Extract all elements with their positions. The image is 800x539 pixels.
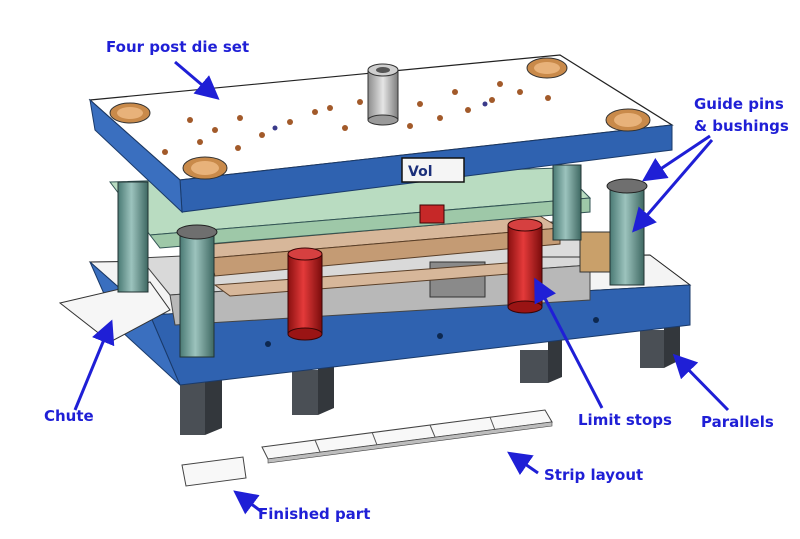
arrow-guide-pins-2: [632, 139, 714, 233]
leader-arrows: [73, 60, 730, 515]
arrow-parallels: [672, 353, 730, 412]
strip-layout: [261, 409, 553, 464]
die-block-area: [138, 221, 631, 326]
nameplate-text: Vol: [408, 164, 433, 180]
label-strip-layout: Strip layout: [544, 466, 644, 484]
label-parallels: Parallels: [701, 413, 774, 431]
arrow-limit-stops: [534, 277, 604, 409]
arrow-finished-part: [233, 490, 263, 515]
label-finished-part: Finished part: [258, 505, 371, 523]
arrow-guide-pins-1: [642, 134, 711, 182]
label-guide-pins-line2: & bushings: [694, 117, 789, 135]
guide-posts: [117, 164, 648, 358]
limit-stops: [287, 204, 543, 341]
arrow-chute: [73, 319, 115, 411]
finished-part: [181, 456, 247, 487]
arrow-strip-layout: [507, 451, 539, 476]
arrow-four-post-die-set: [174, 60, 220, 100]
label-chute: Chute: [44, 407, 94, 425]
label-guide-pins-line1: Guide pins: [694, 95, 784, 113]
label-four-post-die-set: Four post die set: [106, 38, 250, 56]
label-limit-stops: Limit stops: [578, 411, 672, 429]
upper-die-shoe: Vol: [88, 54, 674, 214]
parallels: [180, 316, 680, 435]
